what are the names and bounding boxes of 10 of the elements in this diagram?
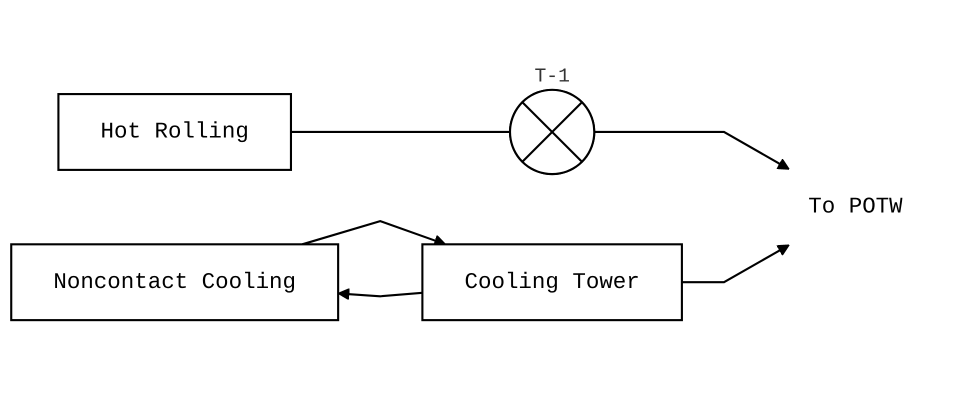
arrow: [302, 220, 446, 246]
point-label: T-1: [534, 65, 570, 88]
node-box: Noncontact Cooling: [10, 243, 340, 322]
arrow: [682, 244, 790, 284]
arrow: [338, 288, 422, 300]
node-box: Cooling Tower: [421, 243, 683, 322]
node-text: To POTW: [808, 194, 903, 220]
node-box: Hot Rolling: [57, 93, 292, 171]
arrow: [594, 130, 790, 170]
connector: [290, 130, 510, 134]
